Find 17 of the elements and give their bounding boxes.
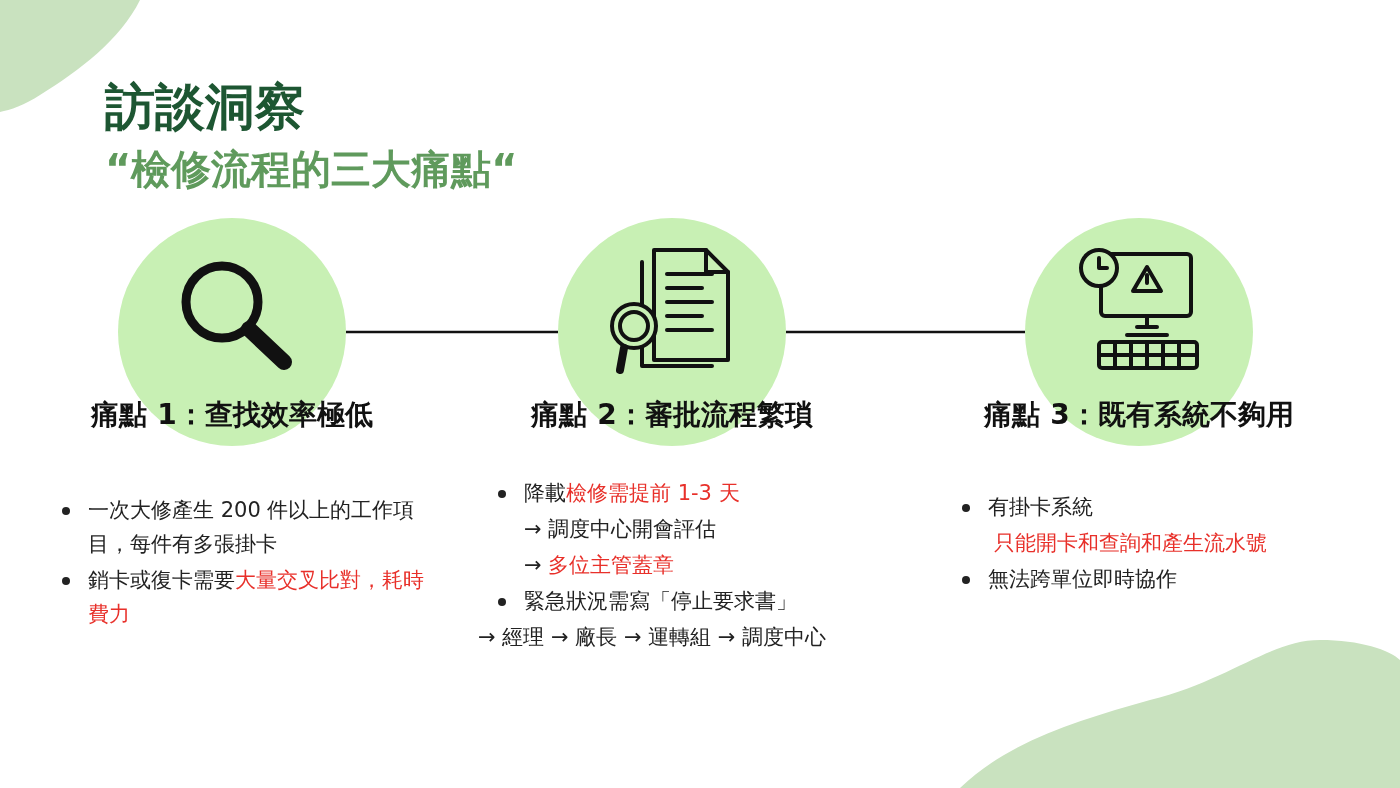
pain-point-heading: 痛點 2：審批流程繁瑣 bbox=[531, 397, 813, 433]
bullet-text: → 經理 → 廠長 → 運轉組 → 調度中心 bbox=[478, 624, 828, 651]
subtitle: “檢修流程的三大痛點“ bbox=[105, 145, 518, 194]
connector-line bbox=[346, 330, 558, 334]
bullet-text: → 多位主管蓋章 bbox=[524, 552, 676, 579]
pain-point-heading: 痛點 3：既有系統不夠用 bbox=[984, 397, 1294, 433]
bullet-text: 一次大修產生 200 件以上的工作項目，每件有多張掛卡 bbox=[88, 497, 416, 558]
bullet-text: 只能開卡和查詢和產生流水號 bbox=[994, 530, 1268, 557]
bullet-text: 有掛卡系統 bbox=[988, 494, 1094, 521]
title: 訪談洞察 bbox=[105, 77, 305, 138]
bullet-text: 銷卡或復卡需要大量交叉比對，耗時費力 bbox=[88, 567, 425, 628]
bullet-text: 無法跨單位即時協作 bbox=[988, 566, 1178, 593]
bullet-text: 降載檢修需提前 1-3 天 bbox=[524, 480, 741, 507]
connector-line bbox=[786, 330, 1025, 334]
bullet-text: 緊急狀況需寫「停止要求書」 bbox=[524, 588, 798, 615]
bullet-text: → 調度中心開會評估 bbox=[524, 516, 718, 543]
pain-point-heading: 痛點 1：查找效率極低 bbox=[91, 397, 373, 433]
